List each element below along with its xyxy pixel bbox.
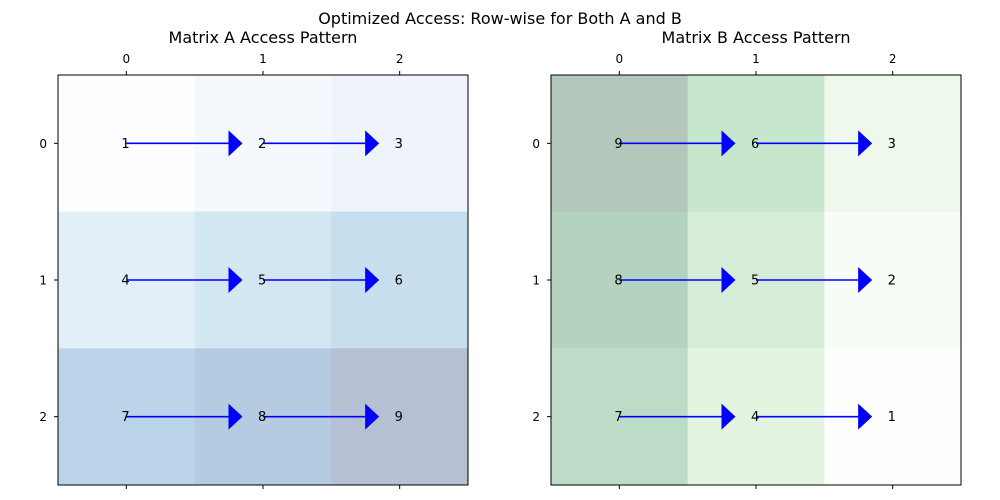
access-arrow-1: [263, 130, 380, 157]
x-tick-label-2: 2: [889, 52, 897, 66]
cell-value-0-0: 1: [121, 137, 129, 152]
arrow-head: [721, 130, 736, 157]
arrow-head: [858, 403, 873, 430]
cell-value-0-1: 6: [751, 137, 759, 152]
cell-value-2-2: 1: [888, 410, 896, 425]
access-arrow-1: [756, 130, 873, 157]
arrow-head: [228, 403, 243, 430]
access-arrow-2: [126, 267, 243, 293]
cell-value-0-2: 3: [395, 137, 403, 152]
y-tick-label-2: 2: [39, 410, 47, 424]
figure-suptitle: Optimized Access: Row-wise for Both A an…: [318, 9, 682, 28]
panel-title: Matrix B Access Pattern: [662, 28, 851, 47]
arrow-head: [721, 267, 736, 293]
arrow-head: [365, 267, 380, 293]
cell-value-1-0: 4: [121, 274, 129, 289]
x-tick-label-1: 1: [752, 52, 760, 66]
arrow-head: [721, 403, 736, 430]
x-tick-label-2: 2: [396, 52, 404, 66]
cell-value-0-1: 2: [258, 137, 266, 152]
arrow-head: [858, 130, 873, 157]
cell-value-2-1: 4: [751, 410, 759, 425]
cell-value-1-2: 6: [395, 274, 403, 289]
access-arrow-4: [619, 403, 736, 430]
panel-title: Matrix A Access Pattern: [169, 28, 358, 47]
cell-value-1-0: 8: [614, 274, 622, 289]
y-tick-label-2: 2: [532, 410, 540, 424]
x-tick-label-0: 0: [123, 52, 131, 66]
access-arrow-0: [619, 130, 736, 157]
cell-value-2-0: 7: [614, 410, 622, 425]
access-arrow-3: [756, 267, 873, 293]
matrix-a-panel: 1 2 3 4 5 6 7 8 9 0 1 2 0 1 2 Matrix A Access Pattern: [39, 28, 469, 489]
cell-value-0-0: 9: [614, 137, 622, 152]
cell-value-1-2: 2: [888, 274, 896, 289]
arrow-head: [365, 403, 380, 430]
access-arrow-0: [126, 130, 243, 157]
access-arrow-2: [619, 267, 736, 293]
arrow-head: [228, 267, 243, 293]
arrow-head: [228, 130, 243, 157]
cell-value-1-1: 5: [751, 274, 759, 289]
y-tick-label-1: 1: [532, 274, 540, 288]
y-tick-label-1: 1: [39, 274, 47, 288]
cell-value-2-2: 9: [395, 410, 403, 425]
matrix-b-panel: 9 6 3 8 5 2 7 4 1 0 1 2 0 1 2 Matrix B Access Pattern: [532, 28, 962, 489]
arrow-head: [365, 130, 380, 157]
arrow-head: [858, 267, 873, 293]
x-tick-label-1: 1: [259, 52, 267, 66]
access-arrow-5: [756, 403, 873, 430]
cell-value-2-0: 7: [121, 410, 129, 425]
cell-value-1-1: 5: [258, 274, 266, 289]
access-arrow-5: [263, 403, 380, 430]
access-arrow-3: [263, 267, 380, 293]
y-tick-label-0: 0: [532, 137, 540, 151]
x-tick-label-0: 0: [616, 52, 624, 66]
access-arrow-4: [126, 403, 243, 430]
cell-value-0-2: 3: [888, 137, 896, 152]
y-tick-label-0: 0: [39, 137, 47, 151]
cell-value-2-1: 8: [258, 410, 266, 425]
